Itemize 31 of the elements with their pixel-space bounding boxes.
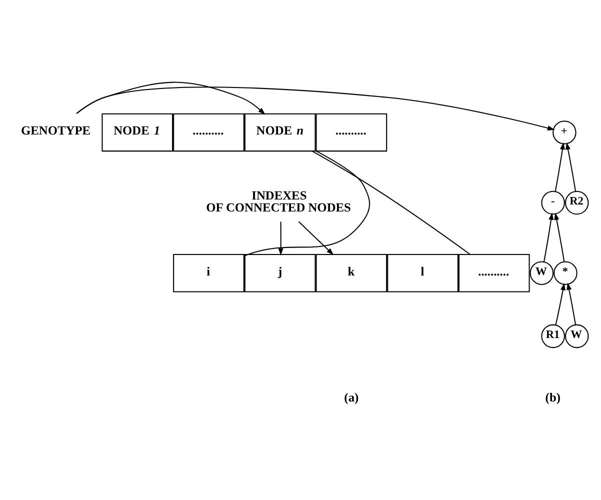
node-box: j xyxy=(244,254,316,292)
arrow xyxy=(278,222,284,256)
node-circle: W xyxy=(530,261,554,285)
node-box: NODE 1 xyxy=(102,113,174,152)
node-circle: * xyxy=(554,261,578,285)
arrow xyxy=(298,221,334,256)
node-box: k xyxy=(316,254,388,292)
arrow xyxy=(555,282,566,326)
node-box: .......... xyxy=(173,113,244,152)
connector xyxy=(312,150,470,255)
arrow xyxy=(554,142,565,192)
connector xyxy=(244,150,370,256)
node-circle: W xyxy=(564,324,589,348)
node-text: INDEXES OF CONNECTED NODES xyxy=(206,188,351,215)
label: (a) xyxy=(344,390,359,404)
node-text: GENOTYPE xyxy=(21,124,91,138)
label: (b) xyxy=(545,390,560,404)
node-box: .......... xyxy=(458,254,530,292)
node-box: l xyxy=(387,254,458,292)
node-circle: + xyxy=(552,120,576,144)
arrow xyxy=(566,142,576,192)
node-circle: R2 xyxy=(564,190,589,215)
node-circle: - xyxy=(541,190,565,215)
arrow xyxy=(566,282,576,325)
node-box: NODE n xyxy=(244,113,316,152)
node-box: .......... xyxy=(316,113,388,152)
arrow xyxy=(554,212,565,262)
arrow xyxy=(544,212,554,262)
node-circle: R1 xyxy=(541,324,565,348)
node-box: i xyxy=(173,254,244,292)
arrow xyxy=(76,86,555,130)
